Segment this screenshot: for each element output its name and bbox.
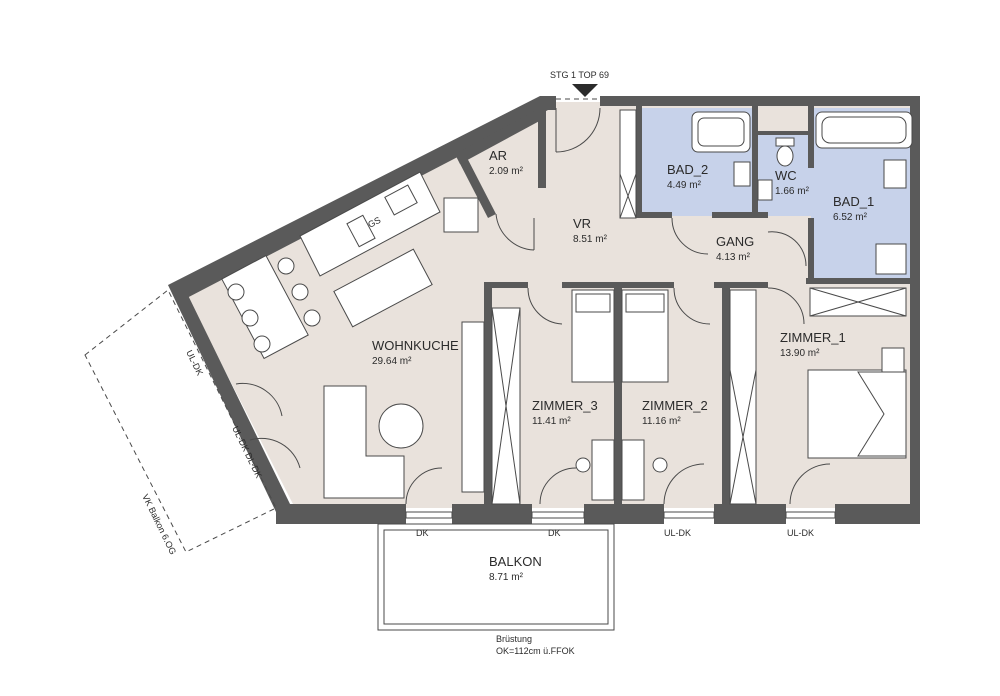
room-balkon-area: 8.71 m² (489, 572, 524, 583)
round-table (378, 403, 424, 449)
room-vr-name: VR (573, 216, 591, 231)
inner-walls (455, 106, 918, 504)
window-label-uldk-z2: UL-DK (664, 528, 691, 538)
room-bad1-name: BAD_1 (833, 194, 874, 209)
balcony (377, 523, 615, 631)
room-bad2-area: 4.49 m² (667, 180, 702, 191)
entrance-arrow-icon (572, 84, 598, 97)
room-bad1-area: 6.52 m² (833, 212, 868, 223)
window-label-dk-right: DK (548, 528, 561, 538)
room-zimmer1-name: ZIMMER_1 (780, 330, 846, 345)
outer-walls (168, 96, 920, 524)
kitchen-unit (221, 171, 479, 360)
brustung-label: Brüstung (496, 634, 532, 644)
ok-label: OK=112cm ü.FFOK (496, 646, 575, 656)
room-bad2-name: BAD_2 (667, 162, 708, 177)
room-vr-area: 8.51 m² (573, 234, 608, 245)
room-zimmer2-name: ZIMMER_2 (642, 398, 708, 413)
bed-zimmer2 (621, 289, 669, 383)
room-ar-name: AR (489, 148, 507, 163)
bathtub-bad2 (691, 111, 751, 153)
washer-bad1 (875, 243, 907, 275)
room-wc-name: WC (775, 168, 797, 183)
interior-doors[interactable] (235, 213, 831, 505)
sofa (323, 385, 405, 499)
room-ar-area: 2.09 m² (489, 166, 524, 177)
room-balkon-name: BALKON (489, 554, 542, 569)
toilet-wc (775, 137, 795, 167)
bed-zimmer1 (807, 347, 907, 459)
bottom-windows (405, 511, 836, 519)
desk-zimmer2 (621, 439, 668, 501)
sink-wc (757, 179, 773, 201)
tall-cabinet (461, 321, 485, 493)
room-wohnkuche-name: WOHNKUCHE (372, 338, 459, 353)
wardrobes (491, 109, 907, 505)
window-label-dk-left: DK (416, 528, 429, 538)
window-label-uldk-z1: UL-DK (787, 528, 814, 538)
balcony-above-outline (84, 289, 277, 553)
room-gang-area: 4.13 m² (716, 252, 751, 263)
room-wohnkuche-area: 29.64 m² (372, 356, 412, 367)
room-zimmer1-area: 13.90 m² (780, 348, 820, 359)
entrance-label: STG 1 TOP 69 (550, 70, 609, 80)
room-zimmer3-area: 11.41 m² (532, 416, 571, 427)
desk-zimmer3 (575, 439, 615, 501)
room-zimmer3-name: ZIMMER_3 (532, 398, 598, 413)
bed-zimmer3 (571, 289, 615, 383)
vk-balkon-label: VK Balkon 6.OG (140, 492, 178, 556)
room-wc-area: 1.66 m² (775, 186, 810, 197)
entrance-door[interactable] (555, 107, 601, 153)
room-zimmer2-area: 11.16 m² (642, 416, 681, 427)
bathtub-bad1 (815, 111, 913, 149)
sink-bad2 (733, 161, 751, 187)
room-gang-name: GANG (716, 234, 754, 249)
sink-bad1 (883, 159, 907, 189)
